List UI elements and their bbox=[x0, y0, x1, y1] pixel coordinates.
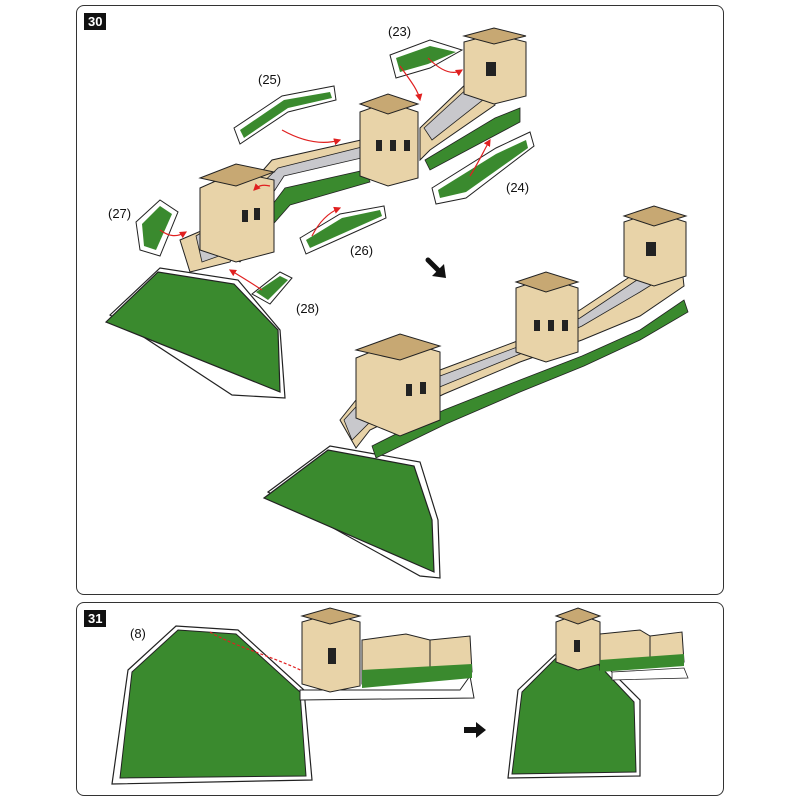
next-arrow-icon-31 bbox=[464, 722, 486, 738]
label-part-24: (24) bbox=[506, 180, 530, 195]
watchtower-assembled-top bbox=[622, 205, 688, 287]
next-arrow-icon-30 bbox=[425, 257, 446, 278]
watchtower-left bbox=[198, 163, 276, 263]
step-number-31: 31 bbox=[84, 610, 107, 627]
base-ground-assembled bbox=[262, 445, 441, 579]
label-part-8: (8) bbox=[130, 626, 146, 641]
grass-flap-25 bbox=[233, 85, 337, 145]
step31-wall-piece bbox=[299, 607, 475, 701]
step-number-30: 30 bbox=[84, 13, 107, 30]
watchtower-assembled-left bbox=[354, 333, 442, 437]
grass-flap-27 bbox=[135, 199, 179, 257]
watchtower-top bbox=[462, 27, 527, 105]
label-part-26: (26) bbox=[350, 243, 374, 258]
label-part-25: (25) bbox=[258, 72, 282, 87]
base-ground-exploded bbox=[104, 267, 286, 399]
assembled-wall bbox=[262, 205, 689, 579]
step31-assembled bbox=[507, 607, 689, 779]
connection-arrows bbox=[159, 57, 491, 291]
exploded-wall-assembly bbox=[104, 27, 535, 399]
watchtower-assembled-middle bbox=[514, 271, 580, 363]
grass-flap-24 bbox=[431, 131, 535, 205]
grass-flap-23 bbox=[389, 39, 464, 79]
label-part-23: (23) bbox=[388, 24, 412, 39]
grass-flap-26 bbox=[299, 205, 387, 255]
step31-base-ground-separate bbox=[111, 625, 332, 785]
grass-flap-28 bbox=[251, 271, 293, 305]
watchtower-middle bbox=[358, 93, 420, 187]
label-part-27: (27) bbox=[108, 206, 132, 221]
label-part-28: (28) bbox=[296, 301, 320, 316]
